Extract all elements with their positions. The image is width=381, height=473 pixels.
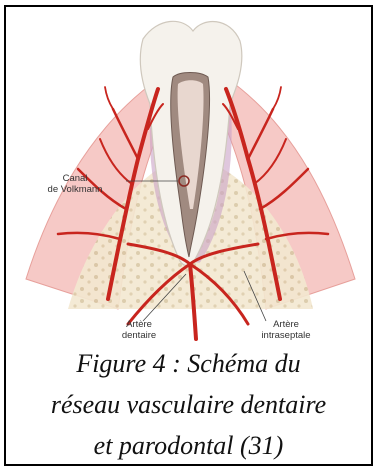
- label-canal-line2: de Volkmann: [48, 184, 103, 195]
- label-canal-volkmann: Canal de Volkmann: [26, 173, 124, 195]
- label-canal-line1: Canal: [63, 173, 88, 184]
- caption-line-1: Figure 4 : Schéma du: [6, 343, 371, 384]
- figure-caption: Figure 4 : Schéma du réseau vasculaire d…: [6, 343, 371, 466]
- label-artere-dentaire-line2: dentaire: [122, 330, 156, 341]
- label-artere-dentaire: Artère dentaire: [104, 319, 174, 341]
- label-artere-dentaire-line1: Artère: [126, 319, 152, 330]
- label-artere-intraseptale-line2: intraseptale: [261, 330, 310, 341]
- caption-line-3: et parodontal (31): [6, 425, 371, 466]
- label-artere-intraseptale-line1: Artère: [273, 319, 299, 330]
- figure-frame: Canal de Volkmann Artère dentaire Artère…: [4, 5, 373, 466]
- caption-line-2: réseau vasculaire dentaire: [6, 384, 371, 425]
- label-artere-intraseptale: Artère intraseptale: [246, 319, 326, 341]
